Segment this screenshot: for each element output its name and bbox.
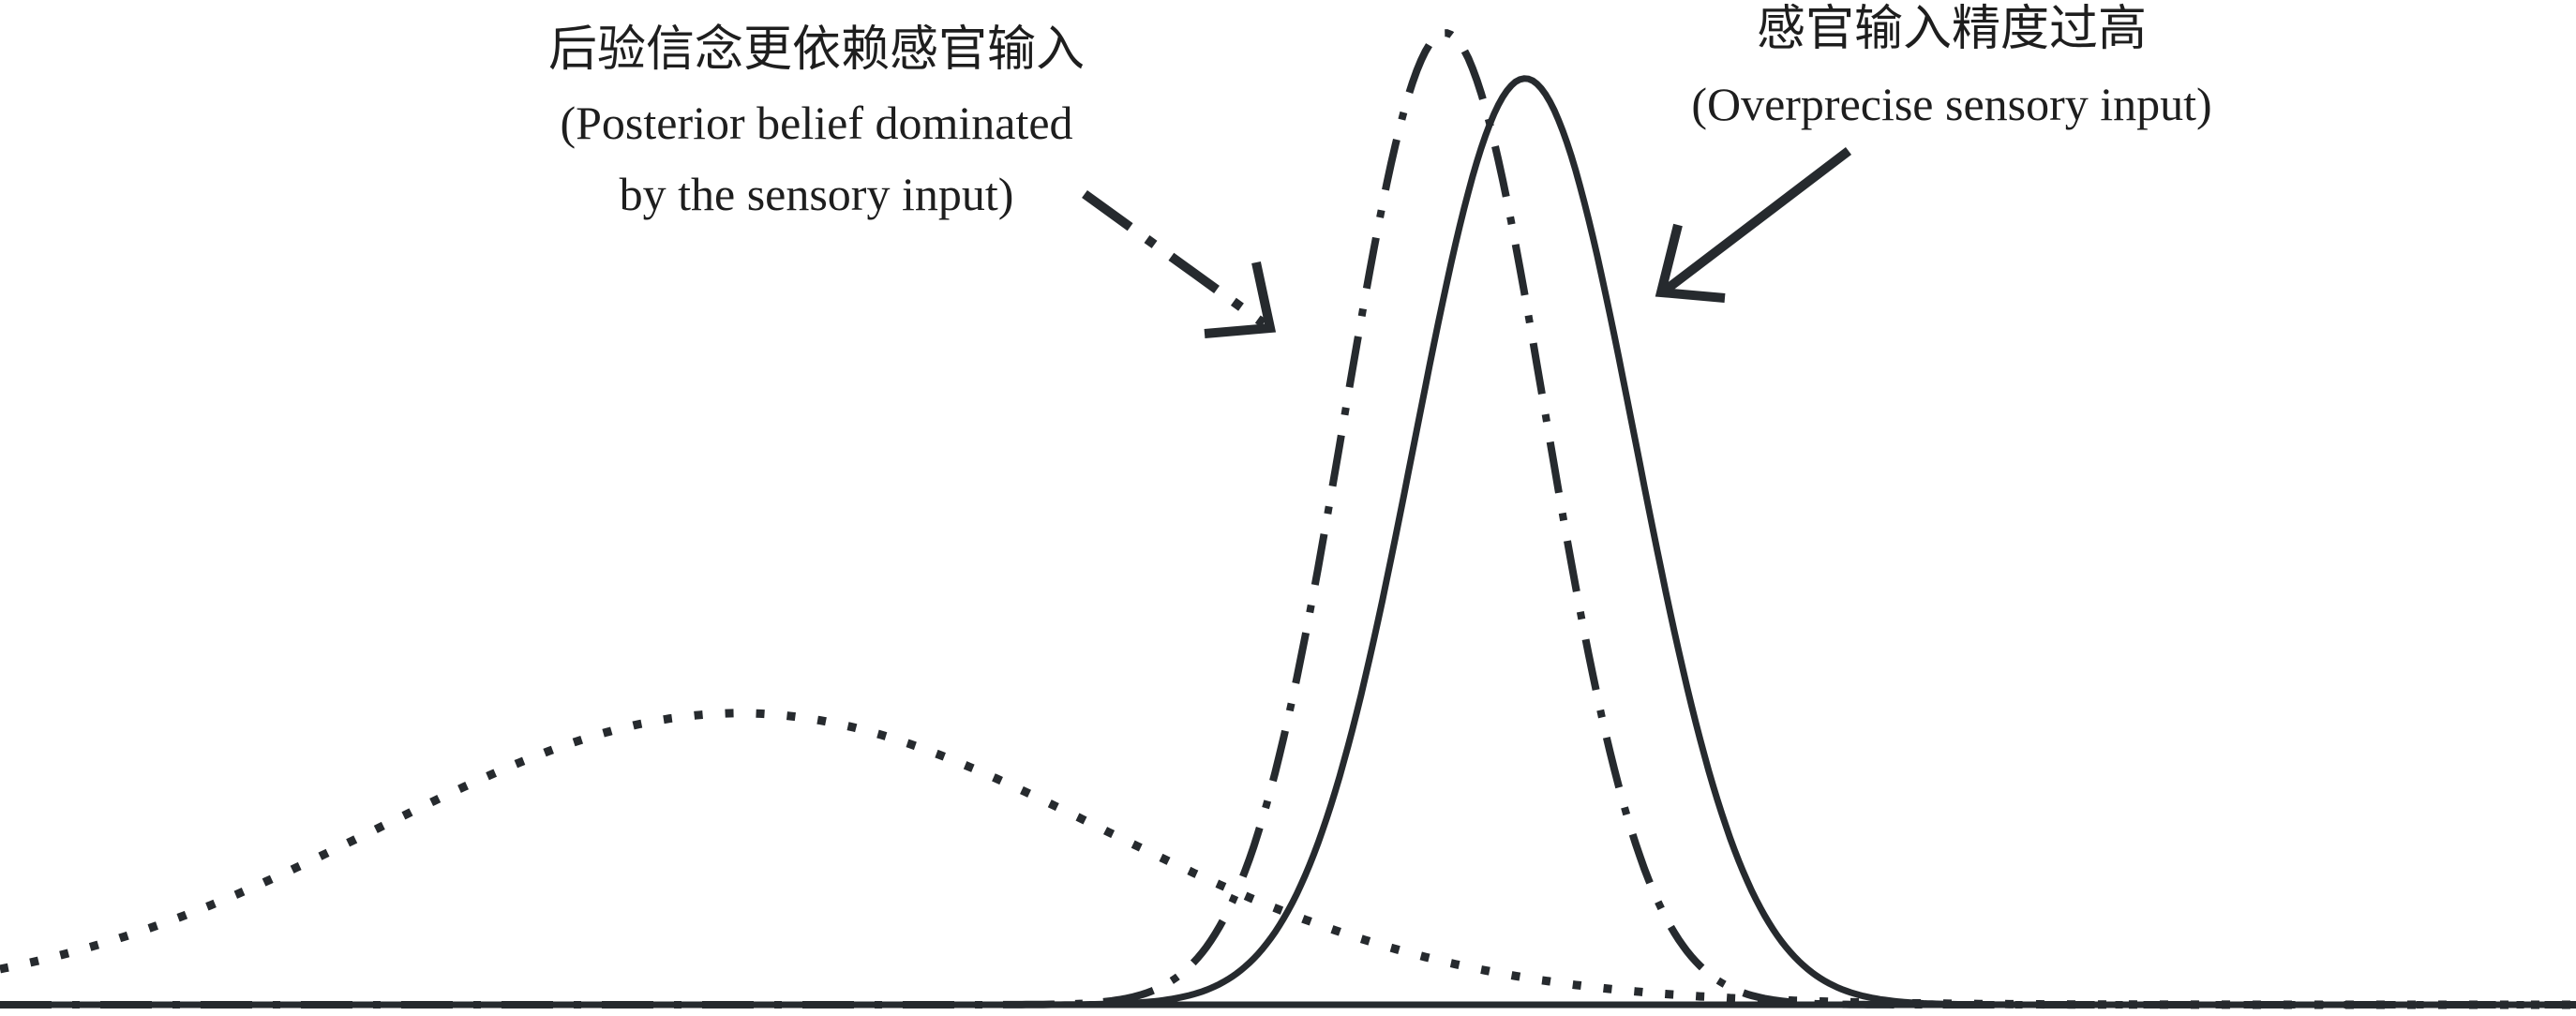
dash-dot-arrow-icon <box>1082 189 1277 338</box>
posterior-label-en-2: by the sensory input) <box>620 168 1014 220</box>
posterior-label-en-1: (Posterior belief dominated <box>560 97 1072 149</box>
solid-arrow-icon <box>1655 147 1852 303</box>
prior-curve <box>0 709 2576 1009</box>
posterior-curve <box>0 29 2576 1009</box>
posterior-label-zh: 后验信念更依赖感官输入 <box>548 22 1085 77</box>
sensory-label-zh: 感官输入精度过高 <box>1757 3 2147 56</box>
sensory-input-curve <box>0 75 2576 1009</box>
sensory-label-en: (Overprecise sensory input) <box>1691 78 2211 130</box>
